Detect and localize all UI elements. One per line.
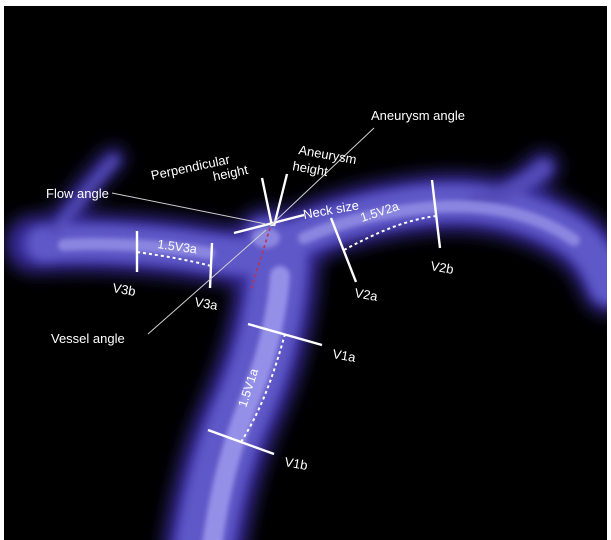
v1a-label: V1a [331, 346, 357, 365]
v2a-label: V2a [353, 285, 379, 304]
v3b-label: V3b [111, 280, 136, 299]
vessel-diagram: Aneurysm angle Aneurysm height Perpendic… [4, 6, 607, 540]
v1b-label: V1b [283, 454, 308, 473]
v3a-label: V3a [193, 294, 219, 313]
vessel-angle-label: Vessel angle [51, 331, 125, 346]
angiogram-figure: Aneurysm angle Aneurysm height Perpendic… [4, 6, 607, 540]
flow-angle-label: Flow angle [46, 186, 109, 201]
aneurysm-angle-label: Aneurysm angle [371, 108, 465, 123]
v2b-label: V2b [429, 258, 454, 277]
